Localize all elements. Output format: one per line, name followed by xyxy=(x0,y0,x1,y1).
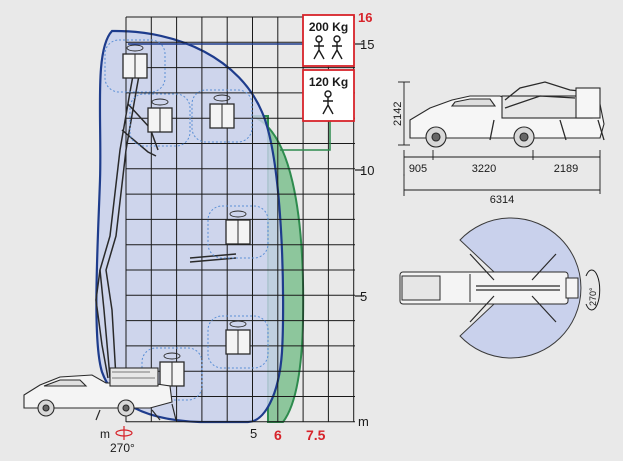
load-120-label: 120 Kg xyxy=(309,75,348,89)
envelope-200kg xyxy=(95,29,285,424)
y-tick-label: 15 xyxy=(360,37,374,52)
working-envelope-chart: 15 10 5 m 16 5 6 7.5 m 270° xyxy=(23,10,374,455)
rotation-label: 270° xyxy=(110,441,135,455)
rotation-icon xyxy=(115,426,133,440)
vehicle-side-small xyxy=(23,367,177,421)
basket xyxy=(129,93,191,147)
dimension-lines xyxy=(398,81,601,196)
vehicle-side-view: 2142 905 3220 2189 6314 xyxy=(392,81,605,206)
y-tick-label: 10 xyxy=(360,163,374,178)
outrigger-legs xyxy=(469,253,560,323)
dimension-height: 2142 xyxy=(392,102,404,126)
dimension-segment: 3220 xyxy=(472,163,496,175)
envelope-120-leader xyxy=(280,120,331,151)
max-height-label: 16 xyxy=(358,10,372,25)
load-200-label: 200 Kg xyxy=(309,20,348,34)
basket xyxy=(207,205,269,259)
x-highlight-tick: 6 xyxy=(274,427,282,443)
y-axis xyxy=(355,43,364,297)
top-rotation-arrow xyxy=(585,269,601,311)
y-unit-label: m xyxy=(358,414,369,429)
y-tick-label: 5 xyxy=(360,289,367,304)
x-unit-label: m xyxy=(100,427,110,441)
dimension-segment: 905 xyxy=(409,163,427,175)
x-highlight-tick: 7.5 xyxy=(306,427,326,443)
x-tick-label: 5 xyxy=(250,426,257,441)
load-boxes: 200 Kg 120 Kg xyxy=(128,14,355,151)
basket xyxy=(191,89,253,143)
one-person-icon xyxy=(322,90,334,115)
basket xyxy=(141,347,203,401)
basket-positions xyxy=(104,39,269,401)
dimension-total: 6314 xyxy=(490,194,514,206)
two-persons-icon xyxy=(313,35,343,60)
load-box-120kg: 120 Kg xyxy=(302,69,355,122)
vehicle-top-view: 270° xyxy=(399,217,601,359)
load-box-200kg: 200 Kg xyxy=(302,14,355,67)
basket xyxy=(104,39,166,93)
basket xyxy=(207,315,269,369)
top-rotation-label: 270° xyxy=(588,287,598,306)
dimension-segment: 2189 xyxy=(554,163,578,175)
